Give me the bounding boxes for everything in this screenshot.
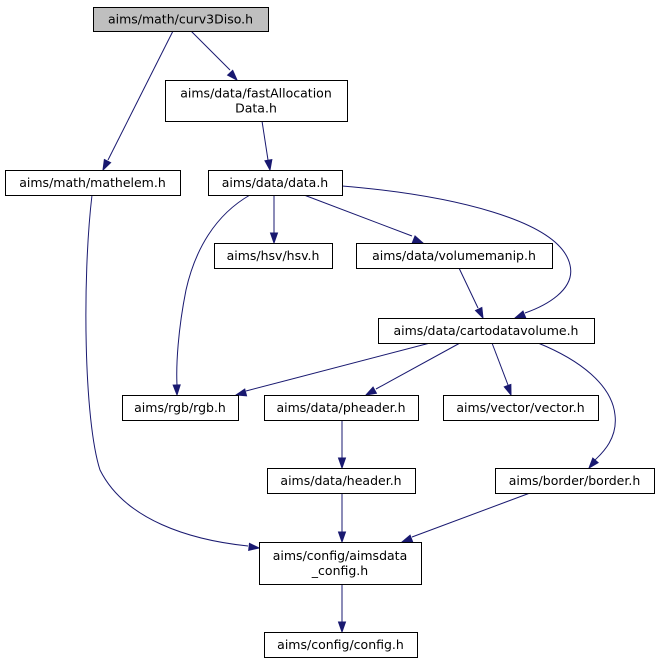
node-box bbox=[208, 170, 343, 196]
edge-line bbox=[341, 185, 572, 314]
node-box bbox=[267, 468, 416, 494]
edge-line bbox=[411, 492, 531, 538]
arrowhead-icon bbox=[513, 310, 527, 319]
edge-line bbox=[537, 342, 616, 461]
arrowhead-icon bbox=[337, 621, 347, 634]
arrowhead-icon bbox=[474, 306, 484, 320]
node-label: aims/hsv/hsv.h bbox=[227, 248, 320, 263]
arrowhead-icon bbox=[364, 386, 378, 396]
arrowhead-icon bbox=[226, 69, 239, 82]
edge-mathelem-to-aimsdata_config bbox=[85, 194, 261, 551]
edge-cartodatavolume-to-vector bbox=[491, 342, 512, 397]
node-vector[interactable]: aims/vector/vector.h bbox=[443, 395, 599, 421]
edge-data-to-rgb bbox=[172, 194, 251, 397]
node-label: aims/data/header.h bbox=[280, 473, 401, 488]
node-box bbox=[264, 395, 419, 421]
node-box bbox=[443, 395, 599, 421]
arrowhead-icon bbox=[411, 235, 425, 244]
node-mathelem[interactable]: aims/math/mathelem.h bbox=[5, 170, 181, 196]
node-label: aims/data/fastAllocation bbox=[180, 86, 332, 101]
node-data[interactable]: aims/data/data.h bbox=[208, 170, 343, 196]
node-label: aims/data/pheader.h bbox=[276, 400, 405, 415]
node-box bbox=[259, 542, 422, 585]
edge-pheader-to-header bbox=[337, 420, 347, 470]
node-box bbox=[122, 395, 239, 421]
arrowhead-icon bbox=[102, 158, 112, 172]
node-header[interactable]: aims/data/header.h bbox=[267, 468, 416, 494]
edge-curv3diso-to-mathelem bbox=[102, 30, 174, 172]
nodes-layer: aims/math/curv3Diso.h aims/data/fastAlloc… bbox=[5, 7, 655, 658]
node-volumemanip[interactable]: aims/data/volumemanip.h bbox=[356, 243, 553, 269]
node-box bbox=[5, 170, 181, 196]
arrowhead-icon bbox=[269, 232, 279, 245]
edge-line bbox=[107, 30, 174, 161]
edge-line bbox=[85, 194, 249, 547]
edge-volumemanip-to-cartodatavolume bbox=[458, 267, 484, 320]
edge-line bbox=[375, 342, 461, 390]
edge-line bbox=[261, 120, 269, 161]
arrowhead-icon bbox=[337, 457, 347, 470]
node-box bbox=[356, 243, 553, 269]
node-label: aims/rgb/rgb.h bbox=[134, 400, 226, 415]
node-label: Data.h bbox=[235, 101, 277, 116]
node-label: _config.h bbox=[311, 563, 368, 578]
node-box bbox=[378, 318, 595, 344]
node-label: aims/border/border.h bbox=[509, 473, 641, 488]
node-label: aims/data/volumemanip.h bbox=[372, 248, 536, 263]
edge-cartodatavolume-to-border bbox=[537, 342, 616, 470]
edge-header-to-aimsdata_config bbox=[337, 493, 347, 544]
node-label: aims/math/curv3Diso.h bbox=[108, 12, 253, 27]
node-label: aims/math/mathelem.h bbox=[19, 175, 166, 190]
edge-line bbox=[458, 267, 479, 309]
edge-line bbox=[491, 342, 509, 386]
node-box bbox=[214, 243, 333, 269]
node-label: aims/config/aimsdata bbox=[273, 548, 407, 563]
node-box bbox=[93, 7, 269, 32]
arrowhead-icon bbox=[400, 534, 414, 543]
node-label: aims/config/config.h bbox=[277, 637, 404, 652]
node-label: aims/data/cartodatavolume.h bbox=[394, 323, 579, 338]
edge-fastallocation-to-data bbox=[261, 120, 273, 172]
edge-cartodatavolume-to-rgb bbox=[234, 342, 431, 397]
edge-data-to-volumemanip bbox=[303, 194, 425, 244]
node-box bbox=[165, 80, 348, 122]
node-box bbox=[264, 632, 418, 658]
edge-data-to-cartodatavolume bbox=[341, 185, 572, 319]
edge-line bbox=[245, 342, 431, 392]
node-border[interactable]: aims/border/border.h bbox=[495, 468, 655, 494]
arrowhead-icon bbox=[248, 542, 261, 551]
edges-layer bbox=[85, 30, 616, 634]
node-config[interactable]: aims/config/config.h bbox=[264, 632, 418, 658]
edge-aimsdata_config-to-config bbox=[337, 584, 347, 634]
edge-line bbox=[190, 30, 231, 71]
edge-cartodatavolume-to-pheader bbox=[364, 342, 461, 396]
node-cartodatavolume[interactable]: aims/data/cartodatavolume.h bbox=[378, 318, 595, 344]
edge-data-to-hsv bbox=[269, 195, 279, 245]
edge-border-to-aimsdata_config bbox=[400, 492, 531, 543]
node-aimsdata_config[interactable]: aims/config/aimsdata_config.h bbox=[259, 542, 422, 585]
node-label: aims/vector/vector.h bbox=[456, 400, 584, 415]
edge-curv3diso-to-fastallocation bbox=[190, 30, 239, 82]
arrowhead-icon bbox=[588, 457, 599, 470]
arrowhead-icon bbox=[264, 158, 273, 172]
arrowhead-icon bbox=[337, 531, 347, 544]
edge-line bbox=[176, 194, 251, 386]
node-label: aims/data/data.h bbox=[222, 175, 328, 190]
arrowhead-icon bbox=[172, 384, 181, 397]
node-curv3diso: aims/math/curv3Diso.h bbox=[93, 7, 269, 32]
node-hsv[interactable]: aims/hsv/hsv.h bbox=[214, 243, 333, 269]
node-box bbox=[495, 468, 655, 494]
node-pheader[interactable]: aims/data/pheader.h bbox=[264, 395, 419, 421]
arrowhead-icon bbox=[234, 388, 248, 397]
edge-line bbox=[303, 194, 413, 237]
arrowhead-icon bbox=[503, 383, 512, 397]
node-rgb[interactable]: aims/rgb/rgb.h bbox=[122, 395, 239, 421]
